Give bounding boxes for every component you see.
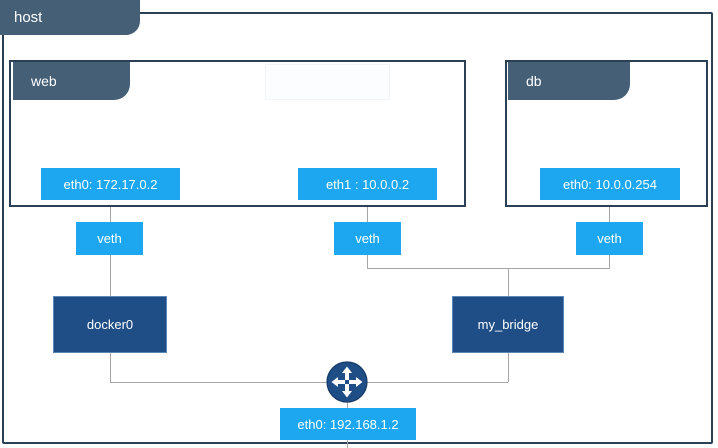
interface-web-eth1[interactable]: eth1 : 10.0.0.2 — [298, 168, 437, 200]
bridge-my-bridge[interactable]: my_bridge — [452, 296, 564, 353]
veth-middle[interactable]: veth — [334, 222, 401, 255]
namespace-db-tab[interactable]: db — [508, 62, 630, 100]
link-veth-left-to-docker0 — [110, 255, 111, 296]
link-uplink-external — [347, 440, 348, 448]
interface-host-uplink[interactable]: eth0: 192.168.1.2 — [280, 408, 416, 440]
link-veth-right-drop — [609, 255, 610, 268]
bridge-docker0[interactable]: docker0 — [53, 296, 167, 353]
interface-web-eth0[interactable]: eth0: 172.17.0.2 — [41, 168, 180, 200]
host-namespace-tab: host — [0, 0, 140, 35]
link-docker0-drop — [110, 353, 111, 382]
link-bridge-bus-top — [367, 268, 610, 269]
host-label: host — [14, 9, 43, 26]
background-artifact-rect — [265, 64, 390, 100]
veth-left-label: veth — [97, 231, 122, 246]
interface-db-eth0[interactable]: eth0: 10.0.0.254 — [540, 168, 680, 200]
bridge-my-bridge-label: my_bridge — [477, 317, 539, 332]
interface-host-uplink-label: eth0: 192.168.1.2 — [297, 416, 399, 432]
namespace-web-tab[interactable]: web — [13, 62, 130, 100]
interface-web-eth1-label: eth1 : 10.0.0.2 — [325, 176, 410, 192]
bridge-docker0-label: docker0 — [86, 317, 134, 332]
veth-left[interactable]: veth — [76, 222, 143, 255]
veth-right-label: veth — [597, 231, 622, 246]
link-docker0-to-router — [110, 382, 347, 383]
interface-db-eth0-label: eth0: 10.0.0.254 — [563, 176, 657, 192]
link-db-eth0-to-veth-right — [609, 200, 610, 222]
namespace-web-label: web — [31, 73, 57, 89]
link-web-eth1-to-veth-middle — [367, 200, 368, 222]
router-icon[interactable] — [326, 361, 368, 403]
link-veth-middle-drop — [367, 255, 368, 268]
link-my-bridge-drop — [508, 353, 509, 382]
link-my-bridge-to-router — [347, 382, 508, 383]
link-bus-to-my-bridge — [508, 268, 509, 296]
veth-middle-label: veth — [355, 231, 380, 246]
interface-web-eth0-label: eth0: 172.17.0.2 — [63, 176, 158, 192]
link-web-eth0-to-veth-left — [110, 200, 111, 222]
veth-right[interactable]: veth — [576, 222, 643, 255]
namespace-db-label: db — [526, 73, 542, 89]
